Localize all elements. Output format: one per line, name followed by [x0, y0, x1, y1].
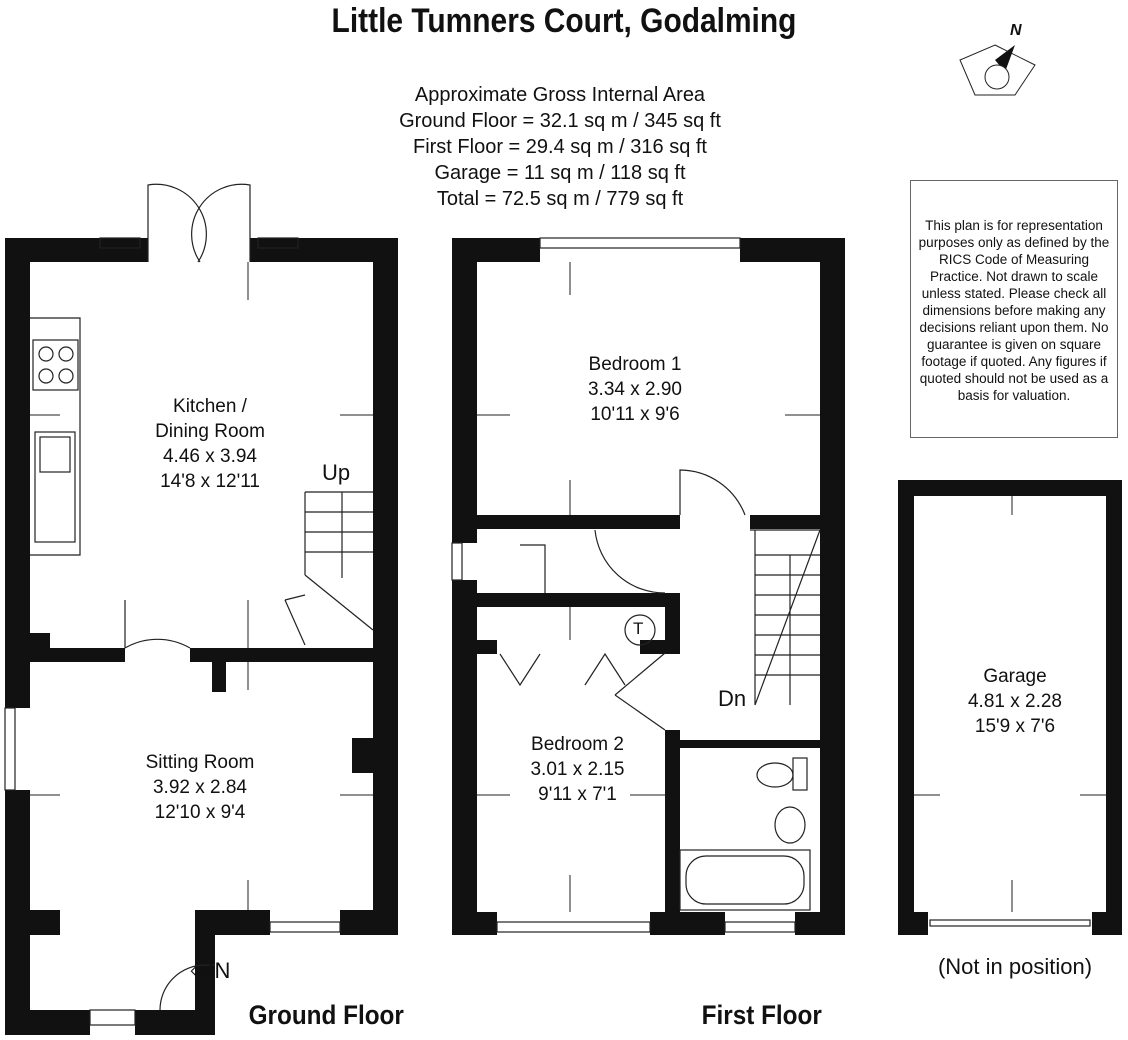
area-ground: Ground Floor = 32.1 sq m / 345 sq ft [399, 110, 721, 132]
room-name: Sitting Room [145, 752, 255, 773]
room-garage: Garage 4.81 x 2.28 15'9 x 7'6 [940, 664, 1090, 739]
first-floor-label: First Floor [701, 1000, 822, 1030]
compass-rose [959, 44, 1036, 96]
stairs-up-label: Up [322, 460, 351, 485]
room-metric: 4.81 x 2.28 [967, 691, 1063, 712]
room-name: Dining Room [155, 421, 265, 442]
compass-north-label: N [1010, 22, 1022, 39]
room-metric: 3.34 x 2.90 [587, 379, 683, 400]
disclaimer: This plan is for representation purposes… [910, 180, 1118, 438]
room-kitchen: Kitchen / Dining Room 4.46 x 3.94 14'8 x… [130, 394, 290, 494]
room-imperial: 15'9 x 7'6 [974, 716, 1056, 737]
room-metric: 3.01 x 2.15 [530, 759, 625, 780]
area-garage: Garage = 11 sq m / 118 sq ft [434, 162, 686, 184]
walls [5, 238, 1122, 1035]
room-name: Bedroom 1 [588, 354, 682, 375]
room-metric: 4.46 x 3.94 [162, 446, 258, 467]
room-bedroom2: Bedroom 2 3.01 x 2.15 9'11 x 7'1 [500, 732, 655, 807]
entrance-arrow-icon: ⇦ [190, 958, 209, 983]
ground-floor-label: Ground Floor [248, 1000, 404, 1030]
fixtures [4, 183, 1091, 1026]
tank-label: T [633, 619, 644, 638]
page-title: Little Tumners Court, Godalming [331, 2, 797, 40]
room-name: Bedroom 2 [531, 734, 624, 755]
room-metric: 3.92 x 2.84 [152, 777, 248, 798]
room-sitting: Sitting Room 3.92 x 2.84 12'10 x 9'4 [110, 750, 290, 825]
room-imperial: 12'10 x 9'4 [154, 802, 246, 823]
room-name: Kitchen / [173, 396, 247, 417]
area-summary: Approximate Gross Internal Area Ground F… [380, 82, 740, 212]
dimension-arrows [30, 262, 1106, 912]
room-bedroom1: Bedroom 1 3.34 x 2.90 10'11 x 9'6 [560, 352, 710, 427]
room-imperial: 14'8 x 12'11 [160, 471, 260, 492]
room-name: Garage [983, 666, 1047, 687]
garage-note: (Not in position) [937, 954, 1093, 979]
room-imperial: 10'11 x 9'6 [590, 404, 680, 425]
room-imperial: 9'11 x 7'1 [538, 784, 617, 805]
area-total: Total = 72.5 sq m / 779 sq ft [436, 188, 684, 210]
area-first: First Floor = 29.4 sq m / 316 sq ft [412, 136, 707, 158]
stairs-down-label: Dn [718, 686, 747, 711]
entrance-text: IN [208, 958, 231, 983]
area-heading: Approximate Gross Internal Area [414, 84, 706, 106]
entrance-label: ⇦IN [190, 958, 230, 984]
